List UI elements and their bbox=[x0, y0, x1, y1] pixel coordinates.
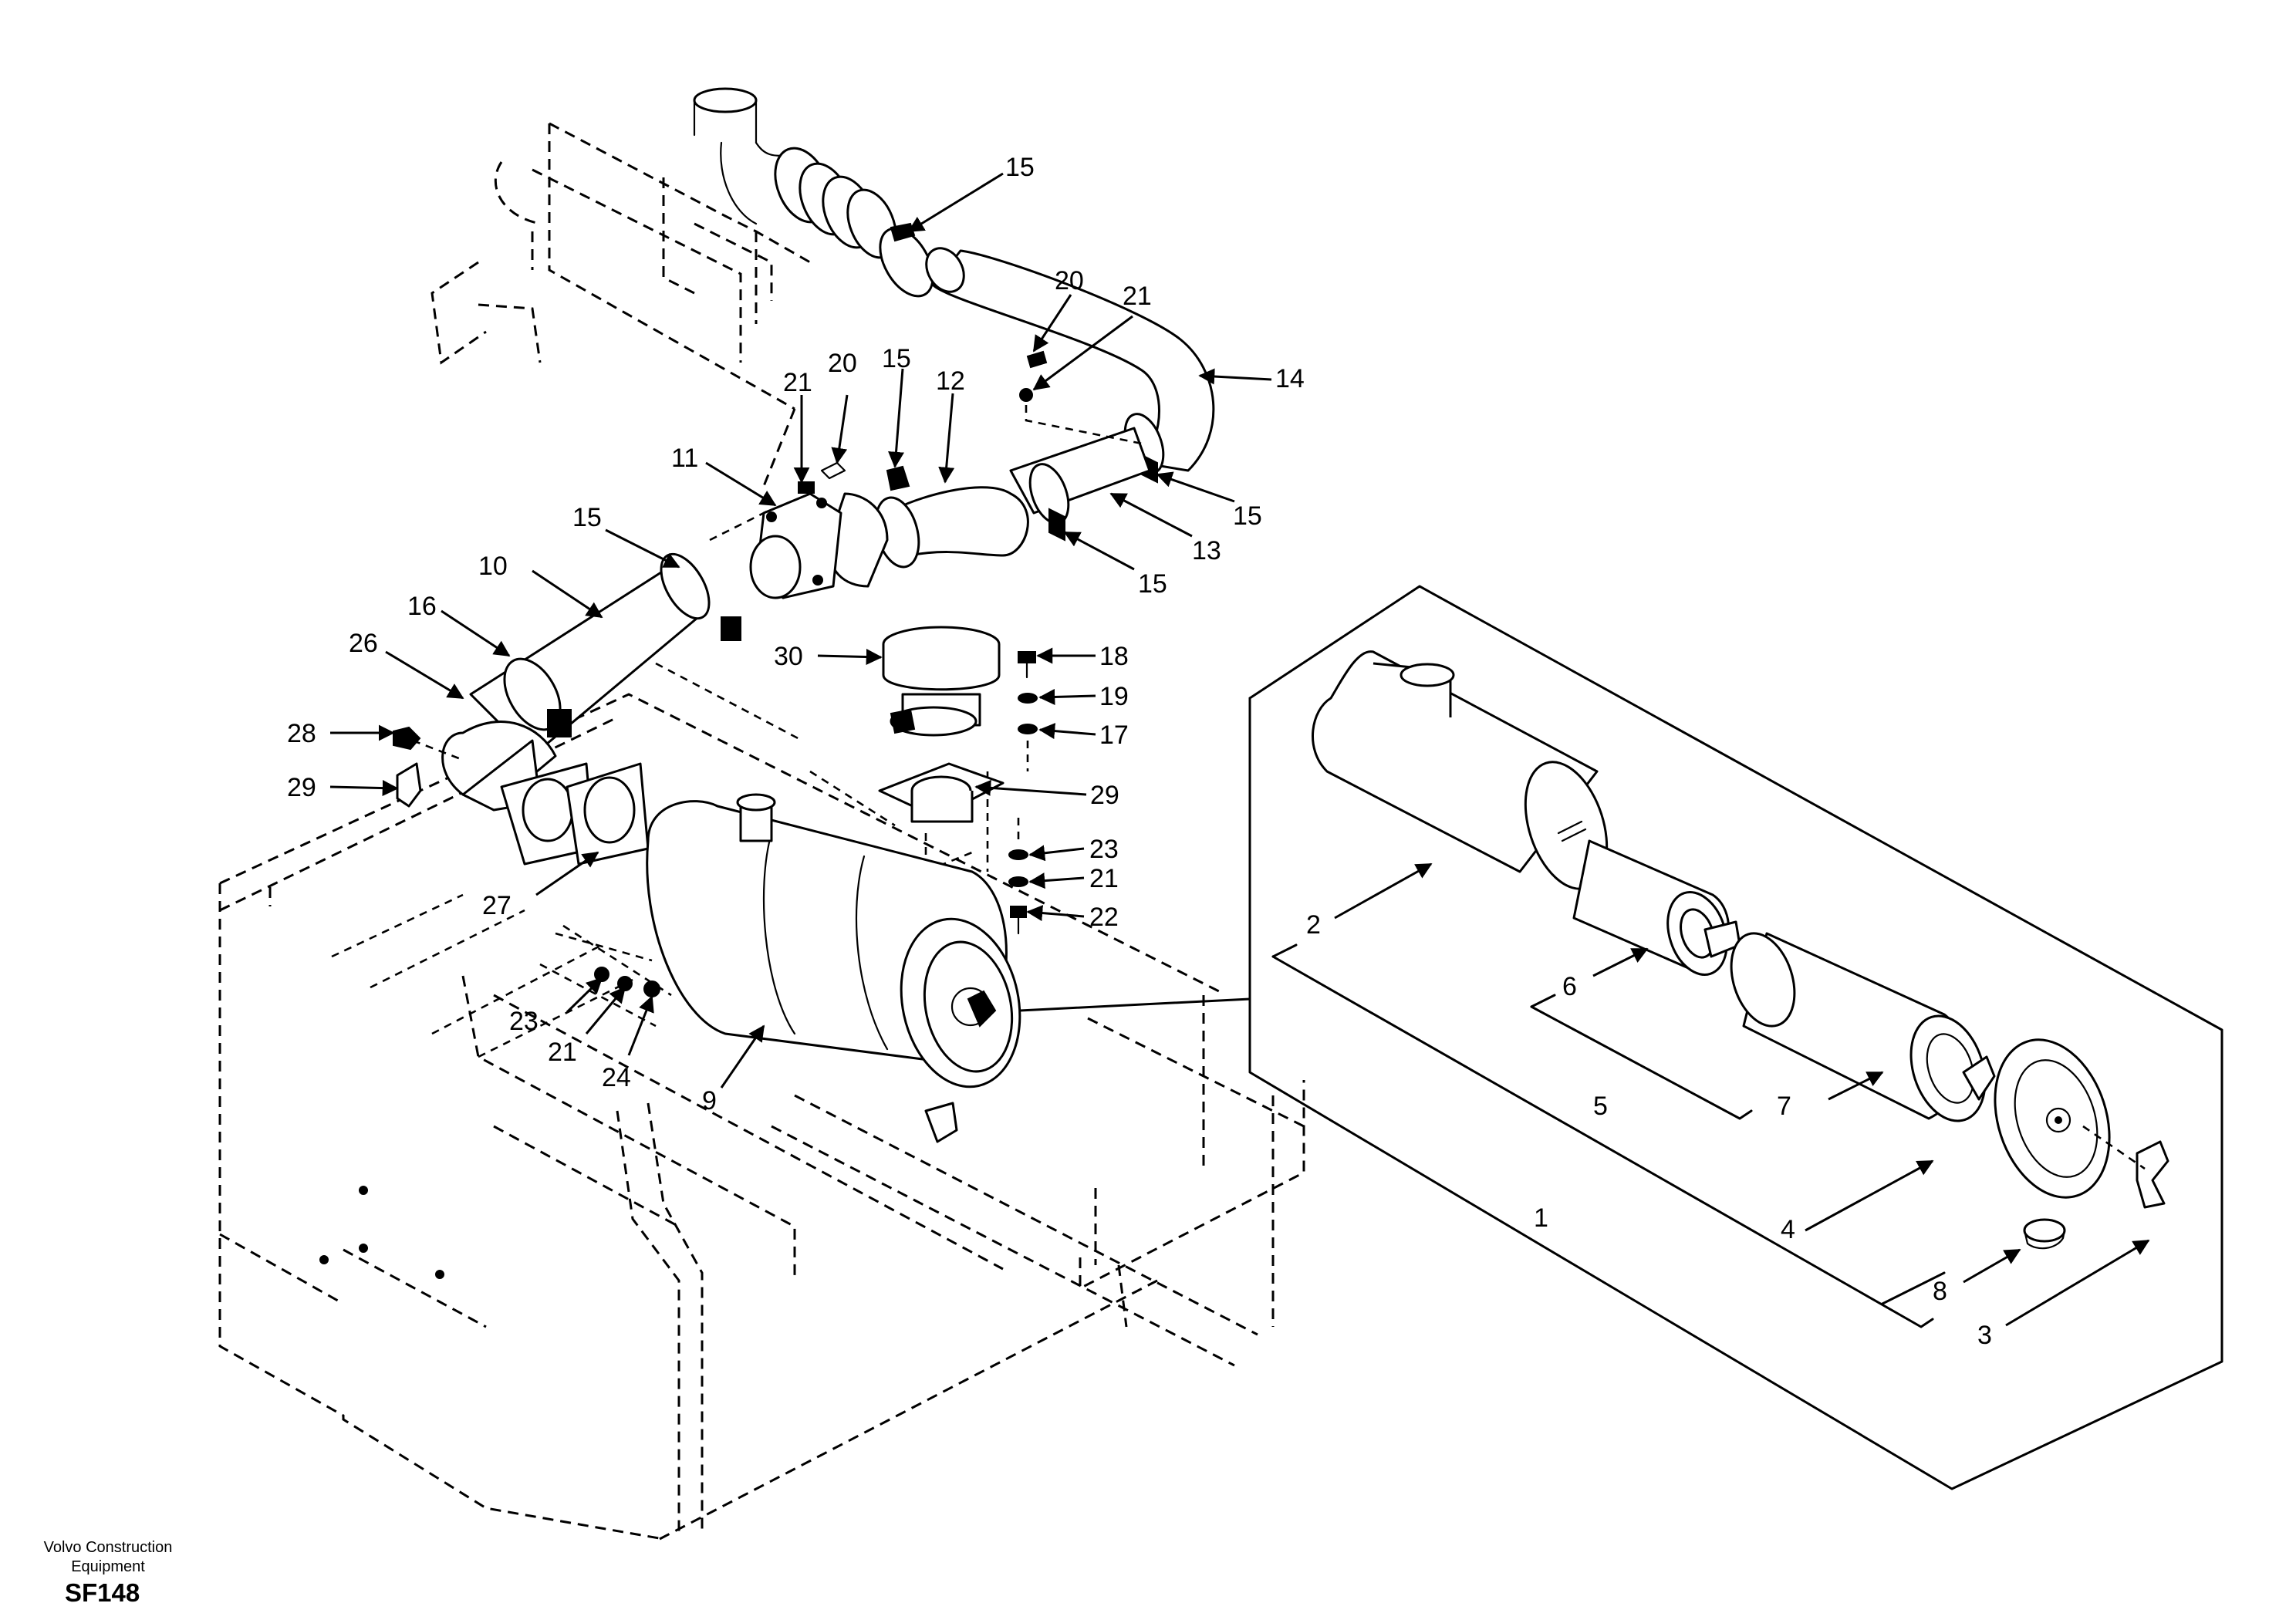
callout-3: 3 bbox=[1977, 1321, 1992, 1350]
machine-frame-outline bbox=[218, 662, 1305, 1541]
callout-4: 4 bbox=[1781, 1215, 1795, 1244]
callout-30: 30 bbox=[774, 642, 803, 671]
callout-15-lower-left: 16 bbox=[407, 592, 437, 621]
air-cleaner-assembled bbox=[555, 626, 1038, 1143]
footer-company-line1: Volvo Construction bbox=[43, 1539, 173, 1556]
callout-28: 29 bbox=[287, 773, 316, 802]
callout-23-left: 23 bbox=[509, 1007, 539, 1036]
callout-6: 6 bbox=[1562, 972, 1577, 1001]
callout-15-mid: 15 bbox=[1138, 569, 1167, 599]
footer-company-name: Volvo Construction Equipment bbox=[15, 1538, 201, 1577]
callout-5: 5 bbox=[1593, 1092, 1608, 1121]
callout-22: 22 bbox=[1089, 903, 1119, 932]
callout-21-upper: 21 bbox=[1123, 282, 1152, 311]
callout-8: 8 bbox=[1933, 1277, 1947, 1306]
callout-2: 2 bbox=[1306, 910, 1321, 940]
callout-17: 17 bbox=[1099, 721, 1129, 750]
callout-24: 24 bbox=[602, 1063, 631, 1092]
callout-19: 19 bbox=[1099, 682, 1129, 711]
callout-12: 12 bbox=[936, 366, 965, 396]
callout-13: 13 bbox=[1192, 536, 1221, 565]
callout-21-right: 21 bbox=[1089, 864, 1119, 893]
callout-10: 10 bbox=[478, 552, 508, 581]
intake-pipe-assembly bbox=[393, 222, 1215, 866]
leader-lines bbox=[329, 172, 2150, 1327]
callout-20-upper: 20 bbox=[1055, 266, 1084, 295]
exploded-detail-panel bbox=[1018, 585, 2223, 1490]
footer-diagram-code: SF148 bbox=[65, 1578, 140, 1607]
callout-15-top: 15 bbox=[882, 344, 911, 373]
callout-labels: 15 14 20 21 21 20 15 12 11 15 13 15 15 1… bbox=[287, 153, 1992, 1350]
callout-16: 15 bbox=[1005, 153, 1035, 182]
callout-1: 1 bbox=[1534, 1203, 1548, 1233]
callout-15-right: 15 bbox=[1233, 501, 1262, 531]
callout-25: 26 bbox=[349, 629, 378, 658]
footer-company-line2: Equipment bbox=[71, 1558, 145, 1575]
callout-26: 27 bbox=[482, 891, 512, 920]
callout-15-left: 15 bbox=[572, 503, 602, 532]
callout-18: 18 bbox=[1099, 642, 1129, 671]
callout-21-bottom: 21 bbox=[548, 1038, 577, 1067]
callout-21-left: 21 bbox=[783, 368, 812, 397]
callout-7: 7 bbox=[1777, 1092, 1791, 1121]
callout-14: 14 bbox=[1275, 364, 1305, 393]
callout-11: 11 bbox=[671, 444, 698, 473]
callout-20-left: 20 bbox=[828, 349, 857, 378]
callout-29: 29 bbox=[1090, 781, 1119, 810]
callout-27: 28 bbox=[287, 719, 316, 748]
callout-23-right: 23 bbox=[1089, 835, 1119, 864]
callout-9: 9 bbox=[702, 1086, 717, 1115]
engine-outline bbox=[430, 87, 897, 487]
